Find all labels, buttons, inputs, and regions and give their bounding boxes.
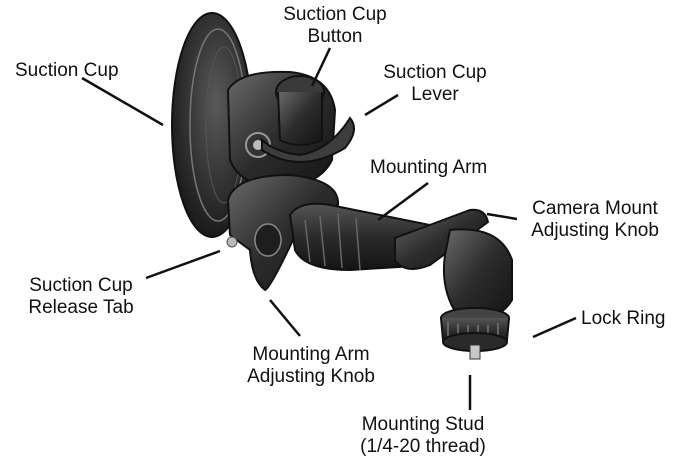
label-mounting-stud: Mounting Stud (1/4-20 thread) [360,414,486,457]
leader-suction-cup-lever [364,93,399,117]
label-suction-cup-release-tab: Suction Cup Release Tab [28,275,134,318]
label-camera-mount-adjusting-knob: Camera Mount Adjusting Knob [531,198,659,241]
label-mounting-arm: Mounting Arm [370,157,488,178]
suction-cup-lever-part [261,116,355,163]
leader-suction-cup-button [310,47,332,87]
mounting-stud-part [469,344,481,360]
suction-cup-button-part [275,75,325,146]
leader-camera-mount-knob [486,212,518,221]
leader-release-tab [145,249,221,280]
lock-ring-part [440,307,510,352]
leader-lines [81,47,577,410]
label-suction-cup: Suction Cup [15,60,119,81]
label-mounting-arm-adjusting-knob: Mounting Arm Adjusting Knob [247,344,375,387]
label-suction-cup-button: Suction Cup Button [283,4,387,47]
leader-mounting-arm [377,181,429,222]
label-lock-ring: Lock Ring [581,308,666,329]
camera-mount-head [394,208,513,320]
label-suction-cup-lever: Suction Cup Lever [383,62,487,105]
leader-suction-cup [81,76,164,127]
leader-mounting-arm-knob [269,299,301,337]
leader-lock-ring [532,316,577,339]
